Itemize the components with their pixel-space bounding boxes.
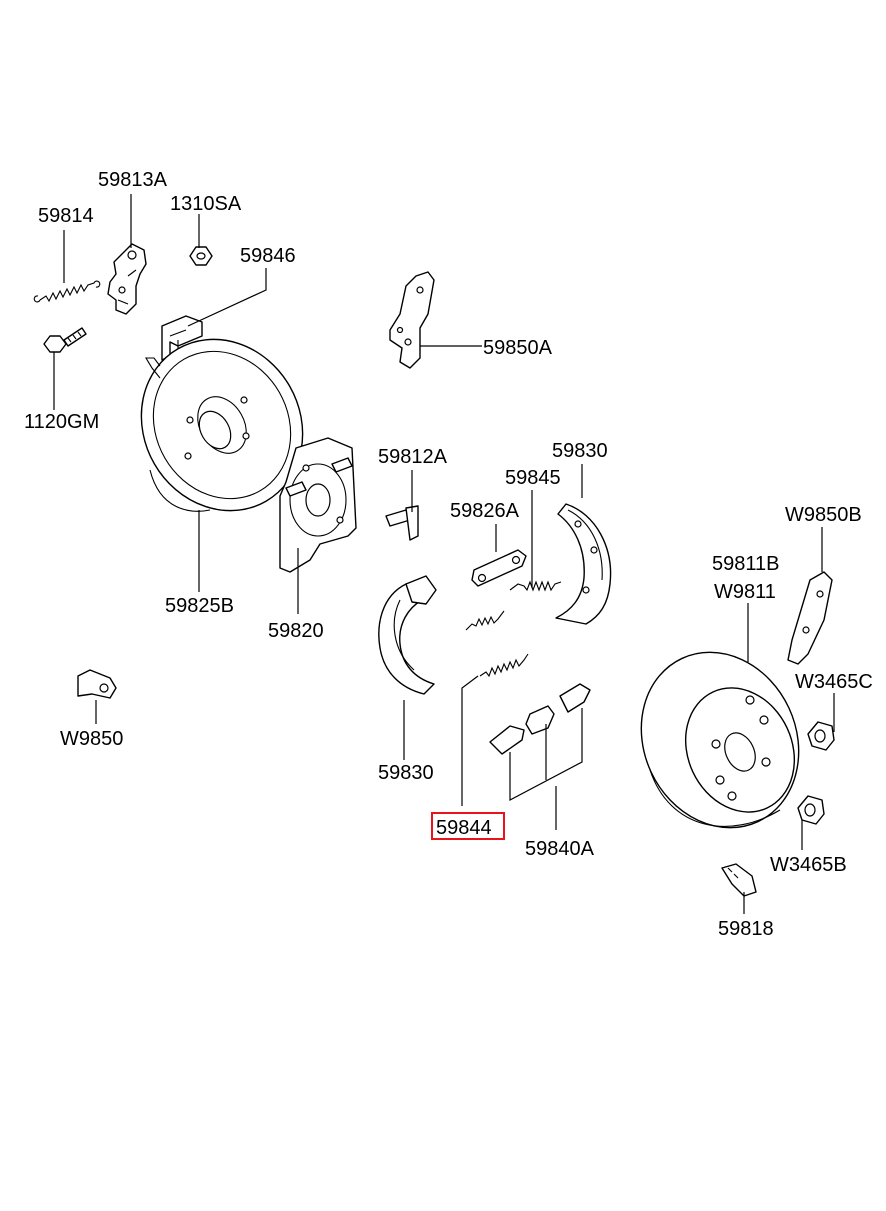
label-W9850B[interactable]: W9850B: [785, 504, 862, 526]
label-59845[interactable]: 59845: [505, 467, 561, 489]
bracket-W9850B[interactable]: [787, 571, 833, 665]
label-1120GM[interactable]: 1120GM: [24, 411, 99, 433]
label-W3465B[interactable]: W3465B: [770, 854, 847, 876]
leader-lines: [53, 194, 835, 914]
label-59813A[interactable]: 59813A: [98, 169, 168, 191]
bolt-59818[interactable]: [721, 863, 757, 897]
label-59846[interactable]: 59846: [240, 245, 296, 267]
backing-plate-59820[interactable]: [279, 437, 357, 573]
spring-59845[interactable]: [465, 580, 562, 631]
pin-59812A[interactable]: [385, 505, 419, 541]
label-59820[interactable]: 59820: [268, 620, 324, 642]
label-59840A[interactable]: 59840A: [525, 838, 595, 860]
nut-W3465C[interactable]: [807, 721, 835, 751]
label-W3465C[interactable]: W3465C: [795, 671, 873, 693]
label-59814[interactable]: 59814: [38, 205, 94, 227]
label-1310SA[interactable]: 1310SA: [170, 193, 242, 215]
spring-59814[interactable]: [33, 280, 101, 303]
brake-drum-59825B[interactable]: [110, 310, 333, 540]
brake-drum-59811B[interactable]: [613, 626, 827, 853]
label-W9850[interactable]: W9850: [60, 728, 123, 750]
label-59850A[interactable]: 59850A: [483, 337, 553, 359]
label-59812A[interactable]: 59812A: [378, 446, 448, 468]
label-59844[interactable]: 59844: [436, 817, 492, 839]
label-59818[interactable]: 59818: [718, 918, 774, 940]
bracket-59850A[interactable]: [389, 271, 435, 369]
spring-59844[interactable]: [479, 653, 529, 678]
lever-59813A[interactable]: [107, 243, 147, 315]
label-59830-bottom[interactable]: 59830: [378, 762, 434, 784]
brake-shoe-59830-top[interactable]: [555, 503, 612, 625]
label-W9811[interactable]: W9811: [714, 581, 776, 603]
label-59826A[interactable]: 59826A: [450, 500, 520, 522]
bolt-1120GM[interactable]: [43, 327, 87, 353]
label-59825B[interactable]: 59825B: [165, 595, 234, 617]
label-59830-top[interactable]: 59830: [552, 440, 608, 462]
nut-1310SA[interactable]: [189, 246, 213, 266]
link-59826A[interactable]: [471, 549, 527, 587]
bracket-W9850[interactable]: [77, 669, 117, 699]
nut-W3465B[interactable]: [797, 795, 825, 825]
highlight-box-59844: [431, 812, 505, 840]
label-59811B[interactable]: 59811B: [712, 553, 779, 575]
adjuster-59840A[interactable]: [489, 683, 591, 755]
brake-shoe-59830-bottom[interactable]: [378, 575, 437, 695]
